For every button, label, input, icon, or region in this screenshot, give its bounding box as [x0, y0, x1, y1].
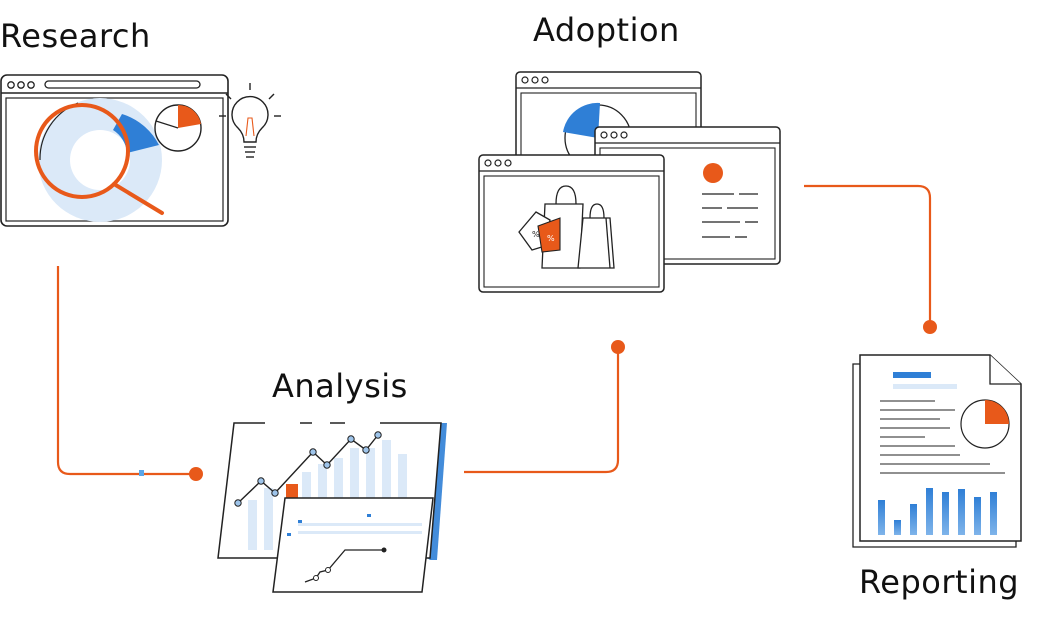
step-label-analysis: Analysis	[272, 367, 408, 405]
adoption-illustration: % %	[478, 71, 781, 293]
step-label-research: Research	[0, 17, 151, 55]
connector-dot	[189, 467, 203, 481]
connector-research-analysis	[56, 266, 196, 476]
research-illustration	[0, 74, 281, 227]
bar-chart-icon	[878, 488, 997, 535]
connector-analysis-adoption	[464, 347, 620, 474]
reporting-illustration	[852, 354, 1022, 548]
step-label-reporting: Reporting	[859, 563, 1020, 601]
connector-adoption-reporting	[804, 184, 932, 327]
connector-dot	[923, 320, 937, 334]
shopping-bags-icon	[541, 185, 615, 269]
pie-chart-icon	[154, 104, 202, 152]
trend-line	[234, 431, 382, 507]
lightbulb-icon	[219, 83, 281, 158]
pie-chart-icon	[960, 399, 1010, 449]
step-chart-icon	[272, 497, 434, 593]
analysis-illustration	[217, 421, 447, 593]
svg-text:%: %	[532, 230, 540, 239]
connector-marker	[139, 470, 144, 476]
svg-text:%: %	[547, 234, 555, 243]
price-tag-icon: % %	[518, 211, 561, 253]
donut-chart-icon	[38, 98, 162, 222]
connector-dot	[611, 340, 625, 354]
magnifier-icon	[34, 103, 164, 215]
step-label-adoption: Adoption	[533, 11, 680, 49]
